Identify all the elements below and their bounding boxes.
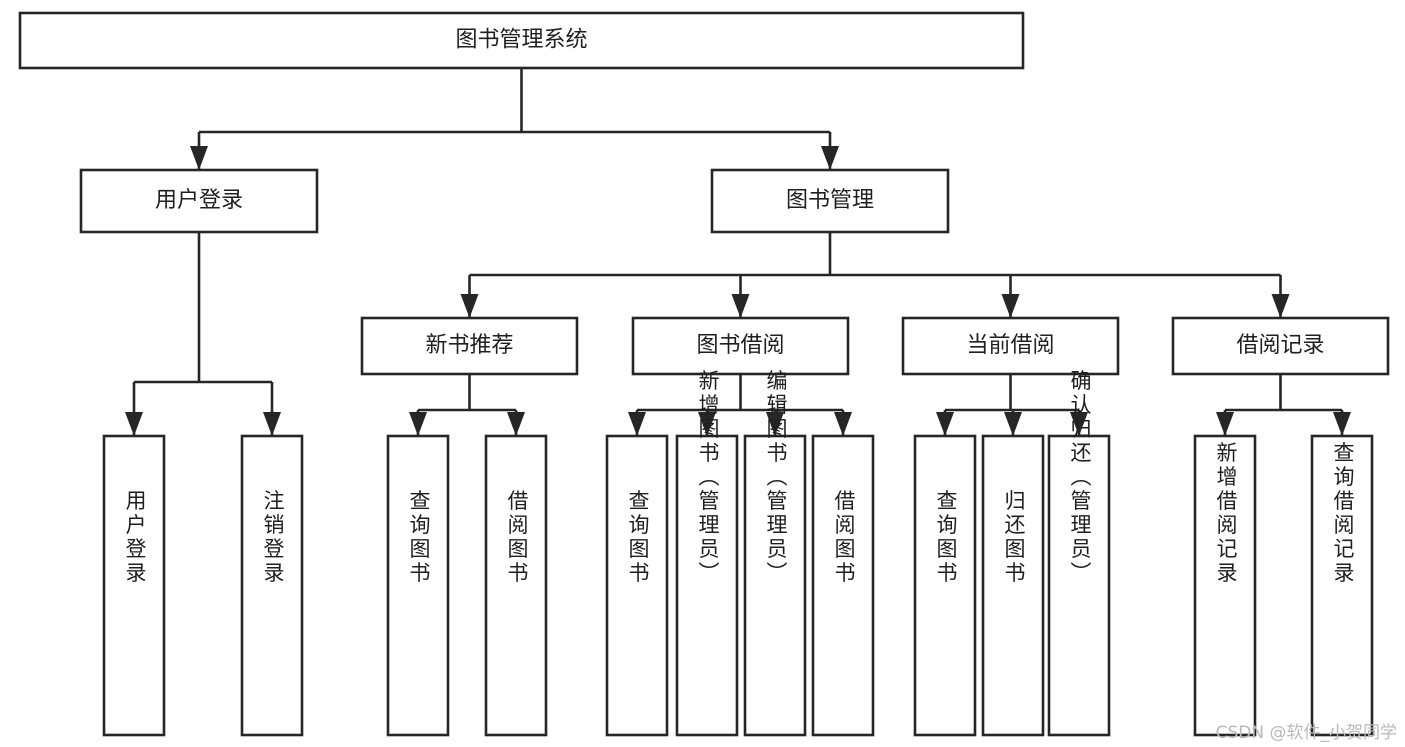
node-label-leaf-add-borrow-record: 新增借阅记录: [1214, 442, 1238, 586]
node-new-book-recommend[interactable]: 新书推荐: [360, 316, 579, 376]
node-book-borrow[interactable]: 图书借阅: [631, 316, 850, 376]
node-box-leaf-query-borrow-record: [1310, 434, 1374, 737]
node-label-root: 图书管理系统: [455, 28, 587, 53]
arrow-head-icon: [1216, 412, 1234, 436]
connector-layer: [125, 68, 1351, 436]
node-box-new-book-recommend: [360, 316, 579, 376]
arrow-head-icon: [263, 412, 281, 436]
arrow-head-icon: [1333, 412, 1351, 436]
node-leaf-add-book-admin[interactable]: 新增图书（管理员）: [675, 370, 739, 737]
watermark-text: CSDN @软件_小贺同学: [1215, 723, 1397, 743]
node-box-leaf-user-logout: [240, 434, 304, 737]
node-label-user-login: 用户登录: [155, 188, 243, 213]
node-box-leaf-query-book-current: [913, 434, 977, 737]
arrow-head-icon: [821, 146, 839, 170]
node-label-leaf-user-login: 用户登录: [123, 490, 147, 586]
node-box-user-login: [79, 168, 319, 234]
arrow-head-icon: [460, 294, 479, 318]
node-leaf-return-book[interactable]: 归还图书: [981, 434, 1045, 737]
node-layer: 图书管理系统用户登录图书管理新书推荐图书借阅当前借阅借阅记录用户登录注销登录查询…: [18, 11, 1390, 737]
arrow-head-icon: [507, 412, 525, 436]
node-user-login[interactable]: 用户登录: [79, 168, 319, 234]
arrow-head-icon: [698, 412, 716, 436]
node-label-leaf-return-book: 归还图书: [1002, 490, 1026, 586]
node-leaf-edit-book-admin[interactable]: 编辑图书（管理员）: [743, 370, 807, 737]
node-box-borrow-record: [1171, 316, 1390, 376]
arrow-head-icon: [834, 412, 852, 436]
node-leaf-user-login[interactable]: 用户登录: [102, 434, 166, 737]
node-box-book-management: [710, 168, 950, 234]
node-leaf-query-book-current[interactable]: 查询图书: [913, 434, 977, 737]
node-box-root: [18, 11, 1025, 70]
node-leaf-add-borrow-record[interactable]: 新增借阅记录: [1193, 434, 1257, 737]
node-box-current-borrow: [901, 316, 1120, 376]
node-borrow-record[interactable]: 借阅记录: [1171, 316, 1390, 376]
arrow-head-icon: [731, 294, 750, 318]
node-leaf-confirm-return-admin[interactable]: 确认归还（管理员）: [1047, 370, 1111, 737]
node-label-leaf-borrow-book: 借阅图书: [832, 490, 856, 586]
node-box-leaf-borrow-book-rec: [484, 434, 548, 737]
node-label-new-book-recommend: 新书推荐: [425, 333, 513, 358]
arrow-head-icon: [1271, 294, 1290, 318]
node-label-leaf-confirm-return-admin: 确认归还（管理员）: [1068, 370, 1092, 586]
node-leaf-query-borrow-record[interactable]: 查询借阅记录: [1310, 434, 1374, 737]
node-box-leaf-query-book-rec: [386, 434, 450, 737]
node-label-book-borrow: 图书借阅: [696, 333, 784, 358]
node-label-leaf-edit-book-admin: 编辑图书（管理员）: [764, 370, 788, 586]
node-box-book-borrow: [631, 316, 850, 376]
arrow-head-icon: [190, 146, 208, 170]
node-leaf-query-book-rec[interactable]: 查询图书: [386, 434, 450, 737]
node-leaf-user-logout[interactable]: 注销登录: [240, 434, 304, 737]
node-leaf-borrow-book[interactable]: 借阅图书: [811, 434, 875, 737]
node-box-leaf-query-book-borrow: [605, 434, 669, 737]
node-label-leaf-borrow-book-rec: 借阅图书: [505, 490, 529, 586]
node-box-leaf-borrow-book: [811, 434, 875, 737]
node-box-leaf-add-borrow-record: [1193, 434, 1257, 737]
node-label-leaf-add-book-admin: 新增图书（管理员）: [696, 370, 720, 586]
arrow-head-icon: [936, 412, 954, 436]
arrow-head-icon: [125, 412, 143, 436]
node-label-leaf-query-book-borrow: 查询图书: [626, 490, 650, 586]
node-label-book-management: 图书管理: [786, 188, 874, 213]
arrow-head-icon: [1004, 412, 1022, 436]
arrow-head-icon: [409, 412, 427, 436]
node-label-leaf-query-book-rec: 查询图书: [407, 490, 431, 586]
arrow-head-icon: [1001, 294, 1020, 318]
node-leaf-borrow-book-rec[interactable]: 借阅图书: [484, 434, 548, 737]
arrow-head-icon: [766, 412, 784, 436]
node-current-borrow[interactable]: 当前借阅: [901, 316, 1120, 376]
node-box-leaf-add-book-admin: [675, 434, 739, 737]
node-box-leaf-edit-book-admin: [743, 434, 807, 737]
node-label-current-borrow: 当前借阅: [966, 333, 1054, 358]
node-book-management[interactable]: 图书管理: [710, 168, 950, 234]
node-box-leaf-user-login: [102, 434, 166, 737]
node-label-leaf-user-logout: 注销登录: [261, 490, 285, 586]
arrow-head-icon: [1070, 412, 1088, 436]
node-label-borrow-record: 借阅记录: [1236, 333, 1324, 358]
node-leaf-query-book-borrow[interactable]: 查询图书: [605, 434, 669, 737]
node-box-leaf-confirm-return-admin: [1047, 434, 1111, 737]
node-label-leaf-query-borrow-record: 查询借阅记录: [1331, 442, 1355, 586]
node-box-leaf-return-book: [981, 434, 1045, 737]
node-label-leaf-query-book-current: 查询图书: [934, 490, 958, 586]
node-root[interactable]: 图书管理系统: [18, 11, 1025, 70]
arrow-head-icon: [628, 412, 646, 436]
